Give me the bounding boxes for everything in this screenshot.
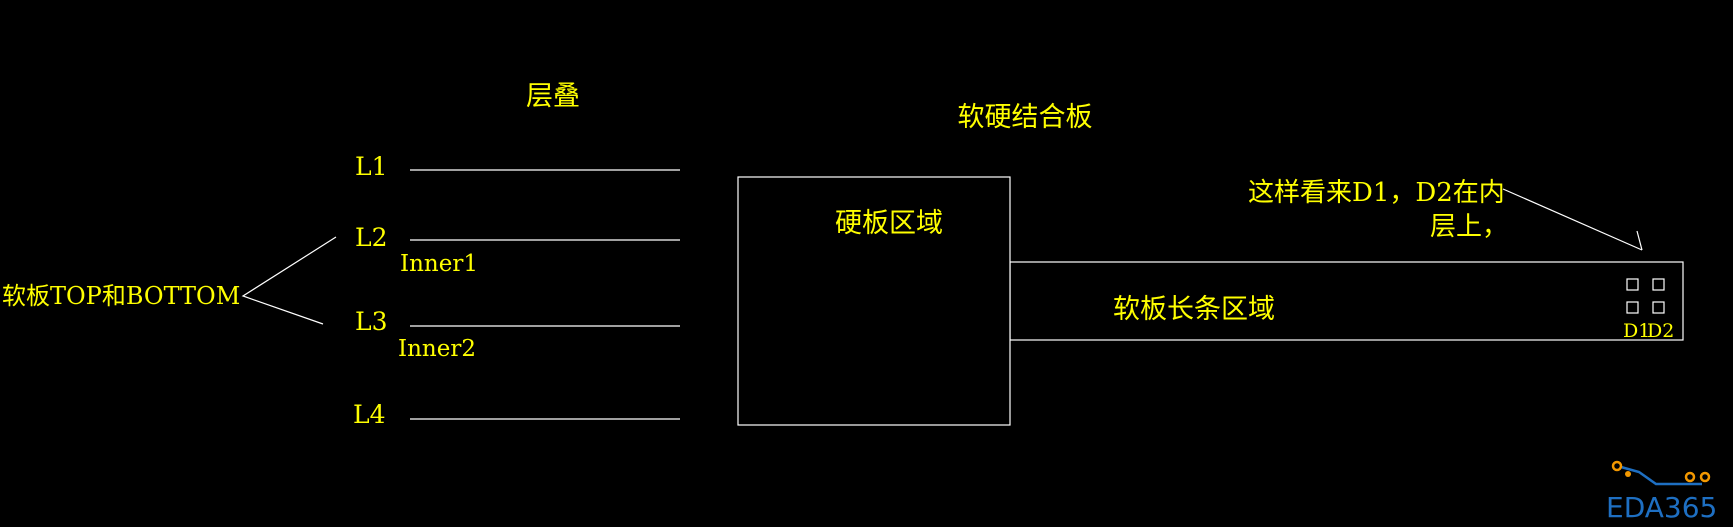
circuit-trace-icon: [1611, 460, 1711, 486]
pad-d2-bottom: [1652, 301, 1665, 314]
flex-strip-label: 软板长条区域: [1113, 294, 1275, 325]
layer-label-l2: L2: [355, 223, 388, 252]
layer-label-l4: L4: [353, 400, 386, 429]
note-arrowhead: [1636, 230, 1643, 251]
note-line-2: 层上，: [1430, 212, 1508, 242]
flex-top-bottom-label: 软板TOP和BOTTOM: [2, 282, 240, 310]
flex-strip-region: [1009, 261, 1684, 341]
pad-label-d1: D1: [1623, 320, 1650, 342]
rigid-flex-title: 软硬结合板: [958, 102, 1093, 133]
rigid-board-region: [737, 176, 1011, 426]
eda365-logo: EDA365: [1606, 460, 1717, 524]
rigid-area-label: 硬板区域: [835, 208, 943, 239]
flex-layer-pointer: [241, 236, 337, 325]
note-line-1: 这样看来D1，D2在内: [1248, 178, 1505, 208]
pad-d1-top: [1626, 278, 1639, 291]
layer-sublabel-inner2: Inner2: [398, 336, 476, 362]
pad-label-d2: D2: [1647, 320, 1674, 342]
logo-text: EDA365: [1606, 491, 1717, 524]
layer-label-l3: L3: [355, 307, 388, 336]
note-arrow-line: [1502, 188, 1643, 251]
stackup-title: 层叠: [526, 81, 580, 112]
layer-label-l1: L1: [355, 152, 388, 181]
pad-d2-top: [1652, 278, 1665, 291]
pad-d1-bottom: [1626, 301, 1639, 314]
layer-sublabel-inner1: Inner1: [400, 251, 478, 277]
